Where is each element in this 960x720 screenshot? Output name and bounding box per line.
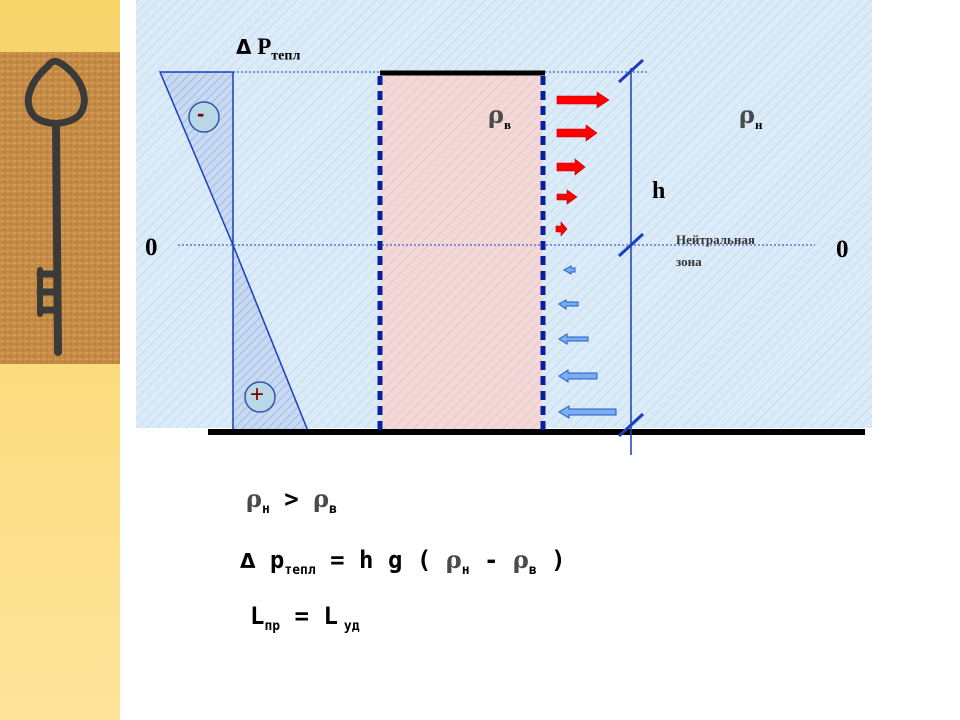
- rho-inner-symbol: ρ: [488, 100, 504, 129]
- height-label: h: [652, 178, 666, 204]
- outflow-arrow: [556, 158, 586, 176]
- rho-outer-symbol: ρ: [739, 100, 755, 129]
- key-photo: [0, 52, 120, 364]
- rho-inner-symbol: ρ: [512, 545, 529, 574]
- rho-outer-label: ρн: [739, 100, 762, 133]
- rho-inner-sub: в: [329, 501, 337, 517]
- zero-left-label: 0: [145, 234, 158, 261]
- inner-room-area: [382, 74, 542, 431]
- height-tick-top: [617, 58, 645, 84]
- minus-operator: -: [469, 546, 513, 574]
- height-tick-middle: [617, 232, 645, 258]
- rho-outer-sub: н: [461, 562, 470, 578]
- equals-hg: = h g (: [315, 546, 446, 574]
- delta-p-title: Δ Pтепл: [236, 34, 300, 65]
- neutral-zone-label: Нейтральная зона: [676, 229, 755, 273]
- neutral-zone-line2: зона: [676, 254, 702, 269]
- plus-sign: +: [250, 381, 265, 408]
- rho-outer-sub: н: [754, 116, 763, 132]
- key-icon: [24, 57, 88, 356]
- delta-p-main: P: [257, 34, 272, 59]
- outflow-arrow: [556, 124, 598, 142]
- minus-sign: -: [197, 101, 205, 126]
- delta-p-sub: тепл: [271, 48, 301, 64]
- plus-circle: [244, 381, 276, 413]
- rho-outer-sub: н: [261, 501, 270, 517]
- delta-symbol: Δ: [236, 35, 252, 59]
- rho-outer-symbol: ρ: [246, 484, 262, 513]
- inflow-arrows: [558, 265, 617, 419]
- outflow-arrow: [556, 189, 578, 205]
- pressure-sub: тепл: [284, 562, 316, 578]
- height-tick-bottom: [617, 412, 645, 438]
- equals-sign: =: [280, 602, 324, 630]
- inflow-arrow: [558, 369, 598, 383]
- rho-inner-label: ρв: [488, 100, 511, 133]
- zero-right-label: 0: [836, 236, 849, 263]
- rho-inner-sub: в: [528, 562, 537, 578]
- formula-pressure: Δ pтепл = h g ( ρн - ρв ): [240, 545, 566, 578]
- l-ud-sub: уд: [343, 618, 360, 634]
- minus-circle: [188, 101, 220, 133]
- closing-paren: ): [536, 546, 566, 574]
- l-symbol: L: [250, 602, 265, 630]
- l-pr-sub: пр: [264, 618, 281, 634]
- rho-outer-symbol: ρ: [445, 545, 462, 574]
- outflow-arrows: [555, 91, 610, 237]
- inflow-arrow: [562, 265, 576, 275]
- delta-symbol: Δ: [240, 549, 256, 573]
- inflow-arrow: [558, 405, 617, 419]
- inflow-arrow: [558, 333, 589, 345]
- greater-than: >: [269, 485, 314, 513]
- rho-inner-sub: в: [503, 116, 511, 132]
- inflow-arrow: [558, 299, 579, 310]
- rho-inner-symbol: ρ: [313, 484, 330, 513]
- formula-density-inequality: ρн > ρв: [246, 484, 337, 517]
- neutral-zone-line1: Нейтральная: [676, 232, 755, 247]
- outflow-arrow: [556, 91, 610, 109]
- l-symbol: L: [323, 602, 338, 630]
- pressure-symbol: p: [255, 546, 285, 574]
- outflow-arrow: [555, 221, 568, 237]
